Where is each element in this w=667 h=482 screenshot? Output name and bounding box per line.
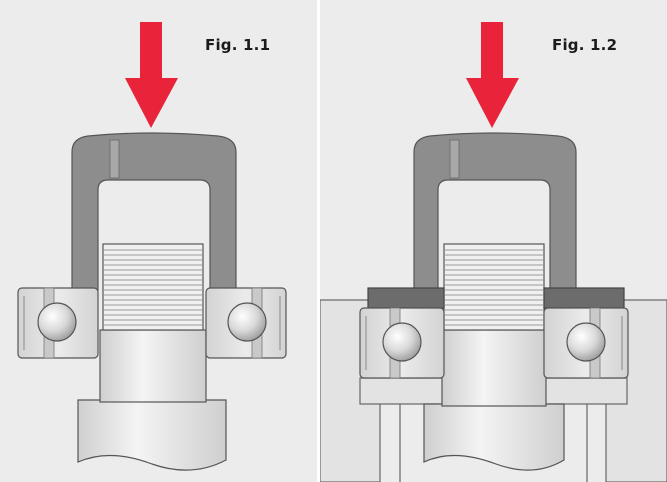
bearing-right [205,287,287,359]
bearing-diagram-2 [320,22,667,482]
pressure-plate [367,287,625,309]
puller-frame [413,132,577,291]
force-arrow [125,22,178,128]
puller-frame [71,132,237,291]
figure-panel-1: Fig. 1.1 [0,0,317,482]
shaft [77,329,227,471]
figure-panel-2: Fig. 1.2 [320,0,667,482]
threaded-spindle [102,243,204,331]
bearing-left [359,307,445,379]
figure-label: Fig. 1.1 [205,36,271,54]
shaft [423,329,565,471]
force-arrow [466,22,519,128]
bearing-left [17,287,99,359]
bearing-diagram-1 [17,22,287,471]
housing [320,299,667,482]
figure-label: Fig. 1.2 [552,36,618,54]
bearing-right [543,307,629,379]
threaded-spindle [443,243,545,331]
